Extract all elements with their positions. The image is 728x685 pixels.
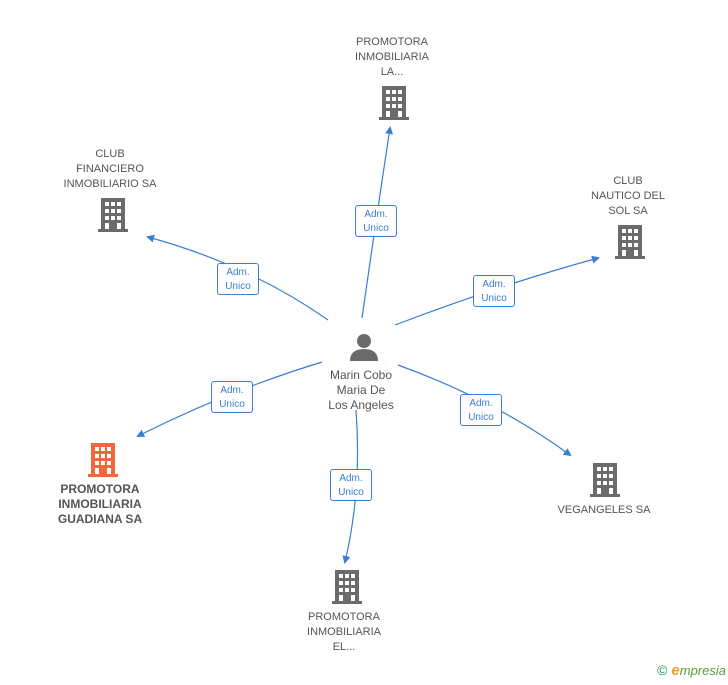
relation-badge-line1: Adm.: [220, 385, 244, 396]
relation-badge: Adm. Unico: [473, 275, 515, 307]
relation-badge-line2: Unico: [338, 487, 364, 498]
person-icon: [350, 334, 378, 361]
building-icon[interactable]: [332, 570, 362, 604]
relation-badge-line2: Unico: [468, 412, 494, 423]
node-label[interactable]: VEGANGELES SA: [557, 504, 651, 516]
relation-badge-line1: Adm.: [339, 473, 363, 484]
building-icon[interactable]: [590, 463, 620, 497]
relation-badge-line2: Unico: [219, 399, 245, 410]
building-icon[interactable]: [615, 225, 645, 259]
node-label[interactable]: PROMOTORA INMOBILIARIA EL...: [307, 611, 381, 653]
footer-brand[interactable]: ©empresia: [657, 662, 726, 679]
building-icon[interactable]: [88, 443, 118, 477]
brand-initial: e: [671, 662, 680, 679]
relation-badge-line1: Adm.: [469, 398, 493, 409]
relation-badge: Adm. Unico: [330, 469, 372, 501]
relation-badge: Adm. Unico: [217, 263, 259, 295]
relation-badge: Adm. Unico: [460, 394, 502, 426]
relation-badge-line2: Unico: [225, 281, 251, 292]
node-label[interactable]: PROMOTORA INMOBILIARIA GUADIANA SA: [57, 482, 143, 526]
node-label[interactable]: PROMOTORA INMOBILIARIA LA...: [355, 36, 429, 78]
building-icon[interactable]: [98, 198, 128, 232]
relation-badge: Adm. Unico: [355, 205, 397, 237]
relation-badge-line2: Unico: [363, 223, 389, 234]
relation-badge-line1: Adm.: [226, 267, 250, 278]
relation-badge-line1: Adm.: [364, 209, 388, 220]
node-label[interactable]: CLUB FINANCIERO INMOBILIARIO SA: [63, 148, 157, 190]
person-label[interactable]: Marin Cobo Maria De Los Angeles: [328, 368, 394, 412]
relation-badge-line2: Unico: [481, 293, 507, 304]
copyright-icon: ©: [657, 662, 668, 678]
brand-name: mpresia: [679, 663, 726, 678]
building-icon[interactable]: [379, 86, 409, 120]
relation-badge: Adm. Unico: [211, 381, 253, 413]
relation-badge-line1: Adm.: [482, 279, 506, 290]
node-label[interactable]: CLUB NAUTICO DEL SOL SA: [591, 175, 665, 217]
